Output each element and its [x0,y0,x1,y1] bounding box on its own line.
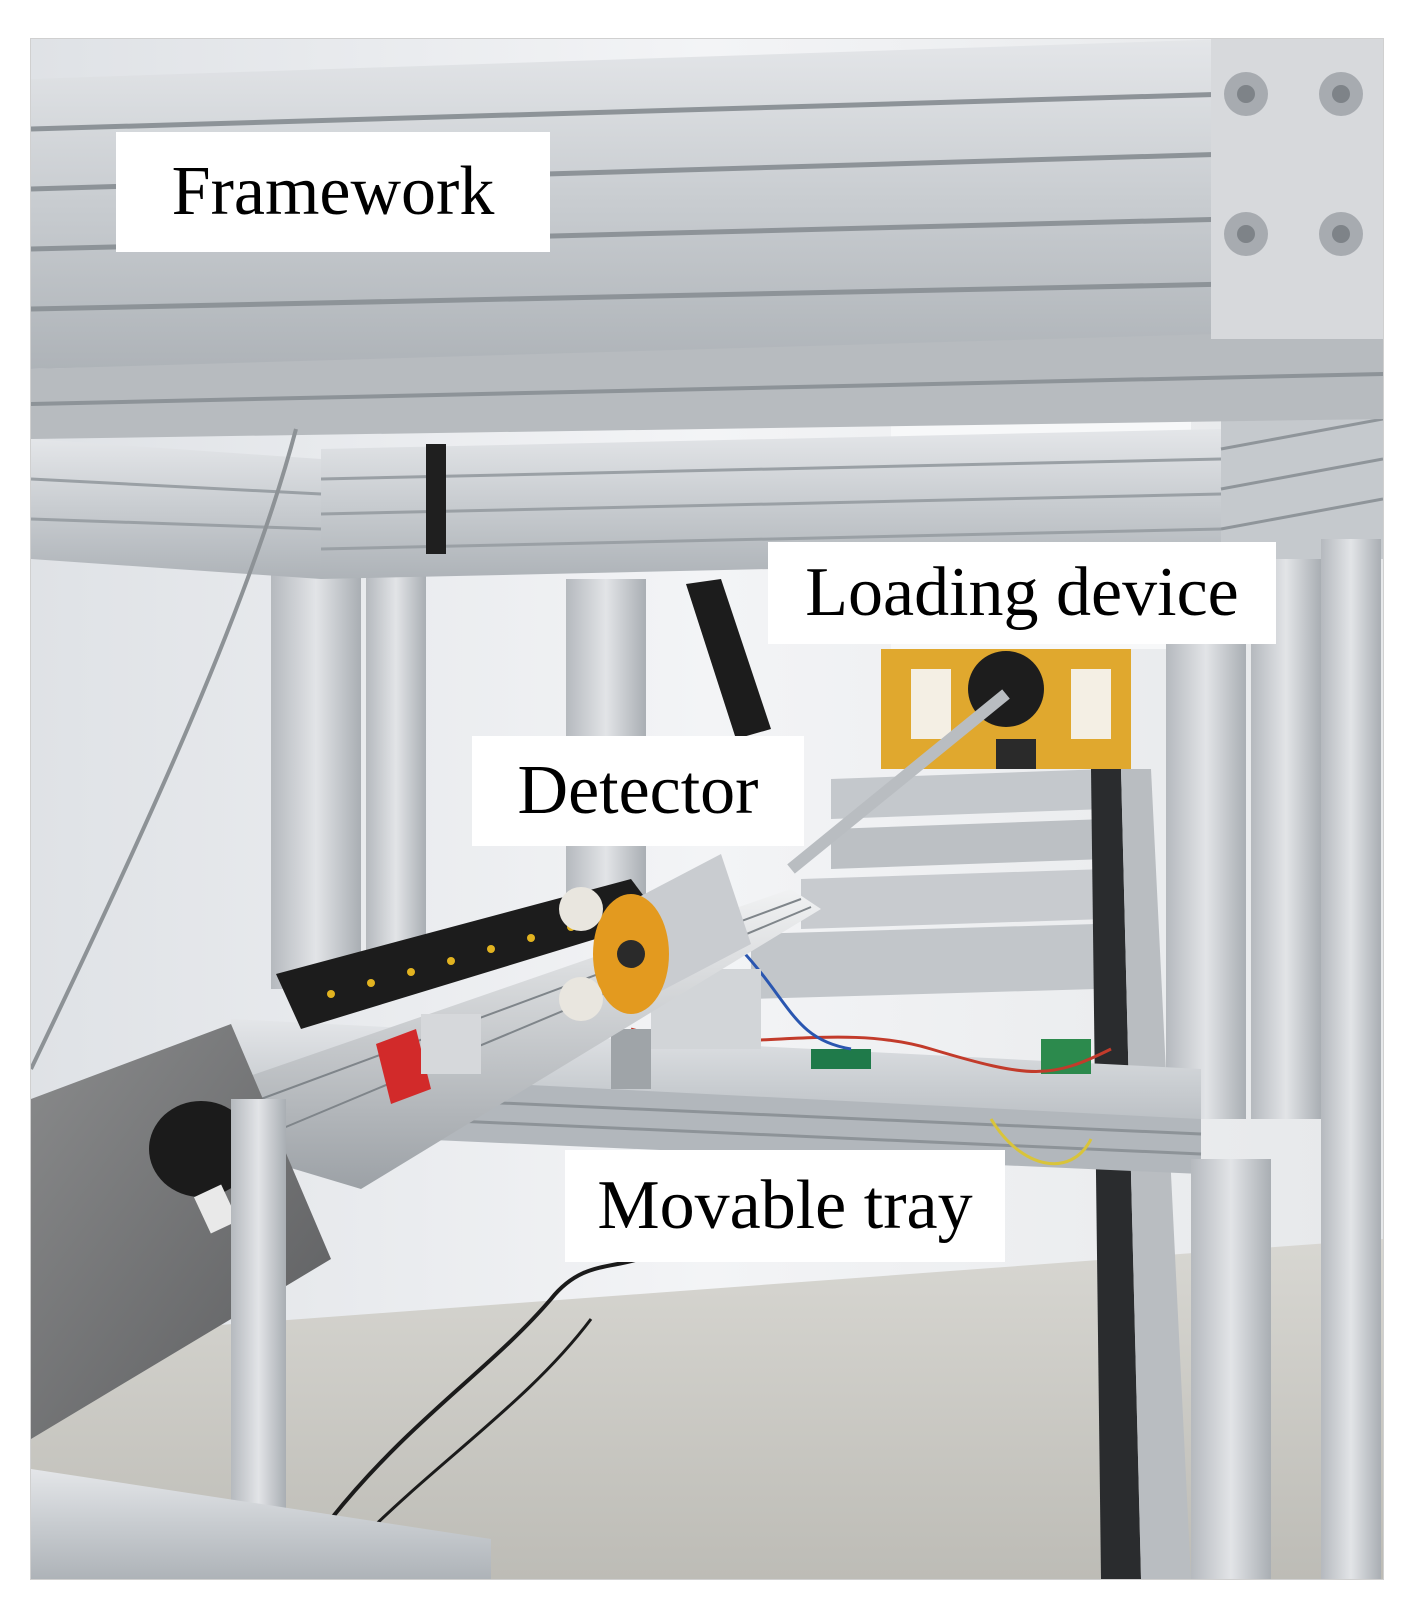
test-rig-photo [30,38,1384,1580]
detector-label: Detector [472,736,804,846]
movable-tray-label: Movable tray [565,1150,1005,1262]
loading-device-label: Loading device [768,542,1276,644]
framework-label: Framework [116,132,550,252]
